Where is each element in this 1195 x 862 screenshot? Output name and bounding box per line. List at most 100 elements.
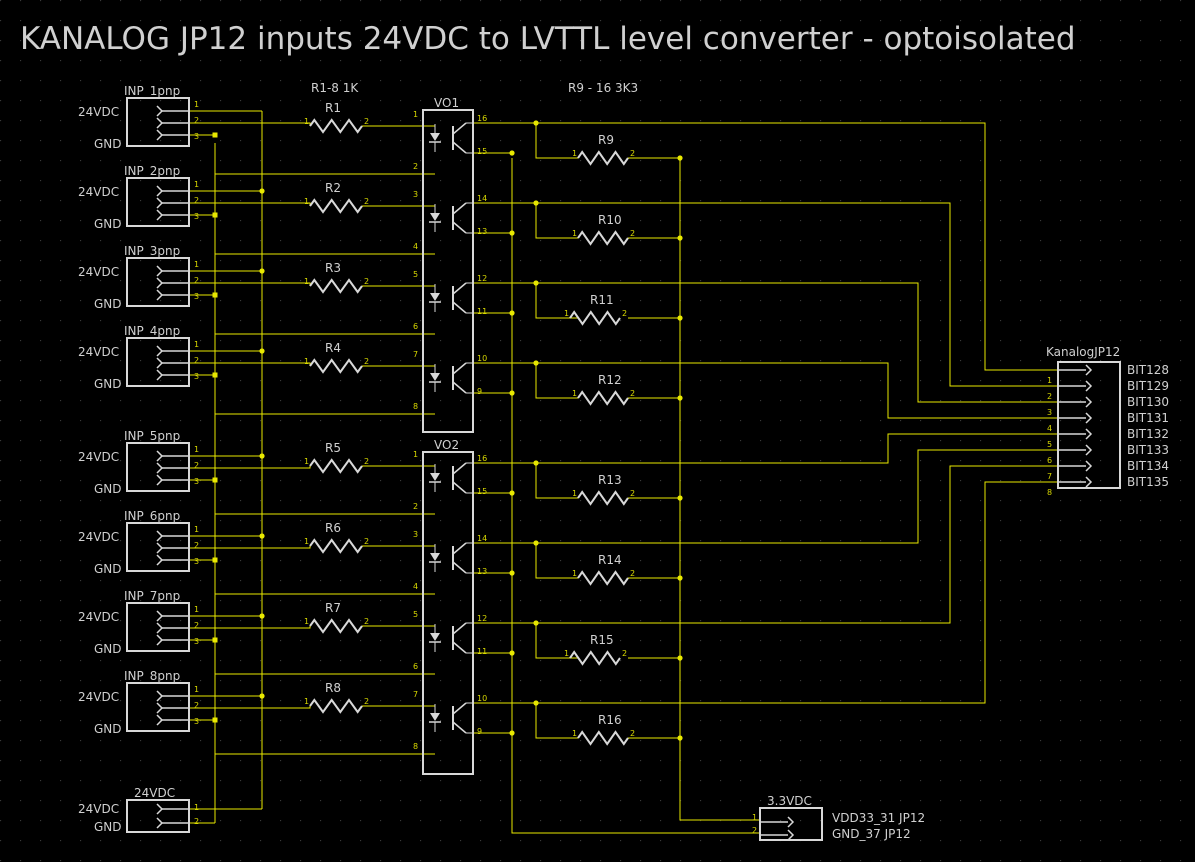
led-icon: [430, 133, 440, 141]
wire-emitter-bus: [511, 158, 760, 834]
pin-number: 1: [194, 803, 199, 812]
pin-number: 1: [572, 569, 577, 578]
junction-dot: [509, 390, 515, 396]
resistor-zigzag: [309, 358, 363, 374]
pin-number: 4: [413, 242, 418, 251]
kanalog-bit-label: BIT132: [1127, 427, 1169, 441]
input-connector-7: [126, 602, 190, 652]
connector-body: [126, 522, 190, 572]
junction-square: [212, 477, 218, 483]
wire-bit-out: [536, 481, 1058, 704]
wire-collector: [473, 202, 578, 239]
resistor-r1: [309, 118, 363, 134]
resistor-zigzag: [309, 698, 363, 714]
resistor-r10: [577, 230, 629, 246]
pin-number: 8: [413, 402, 418, 411]
connector-body: [126, 442, 190, 492]
pin-number: 2: [752, 826, 757, 835]
pin-number: 1: [564, 309, 569, 318]
junction-dot: [509, 150, 515, 156]
pin-number: 1: [194, 525, 199, 534]
junction-dot: [533, 620, 539, 626]
resistor-name: R6: [325, 521, 341, 535]
pin-chevron: [1085, 396, 1093, 408]
pin-number: 2: [630, 149, 635, 158]
resistor-name: R8: [325, 681, 341, 695]
junction-square: [212, 292, 218, 298]
supply-out-name: 3.3VDC: [767, 794, 812, 808]
connector-body: [126, 682, 190, 732]
pin-number: 6: [1047, 456, 1052, 465]
pin-number: 2: [194, 276, 199, 285]
pin-number: 2: [1047, 392, 1052, 401]
pin-chevron: [787, 816, 795, 828]
pin-number: 2: [622, 649, 627, 658]
wire-bit-out: [536, 433, 1058, 464]
optocoupler-vo2: [422, 451, 474, 775]
pin-number: 2: [194, 817, 199, 826]
led-icon: [430, 553, 440, 561]
pin-number: 1: [194, 260, 199, 269]
resistor-zigzag: [577, 150, 629, 166]
resistor-r8: [309, 698, 363, 714]
pin-chevron: [1085, 460, 1093, 472]
connector-body: [759, 807, 823, 841]
junction-square: [212, 212, 218, 218]
junction-dot: [533, 280, 539, 286]
pin-number: 16: [477, 114, 487, 123]
input-connector-3: [126, 257, 190, 307]
junction-dot: [677, 395, 683, 401]
pin-number: 12: [477, 274, 487, 283]
wire-input-signal: [189, 546, 311, 549]
input-connector-name: INP_3pnp: [124, 244, 180, 258]
resistor-name: R11: [590, 293, 614, 307]
pin-number: 15: [477, 147, 487, 156]
input-connector-4: [126, 337, 190, 387]
junction-square: [212, 557, 218, 563]
input-connector-name: INP_7pnp: [124, 589, 180, 603]
pin-number: 9: [477, 727, 482, 736]
pin-number: 1: [194, 100, 199, 109]
pin-number: 5: [1047, 440, 1052, 449]
kanalog-bit-label: BIT130: [1127, 395, 1169, 409]
pin-number: 3: [194, 637, 199, 646]
junction-square: [212, 132, 218, 138]
pin-number: 10: [477, 354, 487, 363]
junction-dot: [259, 268, 265, 274]
junction-dot: [533, 120, 539, 126]
pin-chevron: [1085, 444, 1093, 456]
connector-gnd-label: GND: [94, 137, 122, 151]
pin-number: 11: [477, 307, 487, 316]
pin-number: 1: [194, 445, 199, 454]
kanalog-bit-label: BIT134: [1127, 459, 1169, 473]
optocoupler-body: [422, 109, 474, 433]
wire-bit-out: [536, 465, 1058, 624]
resistor-r7: [309, 618, 363, 634]
pin-number: 7: [1047, 472, 1052, 481]
input-connector-name: INP_2pnp: [124, 164, 180, 178]
pin-number: 8: [1047, 488, 1052, 497]
junction-square: [212, 717, 218, 723]
kanalog-bit-label: BIT129: [1127, 379, 1169, 393]
resistor-zigzag: [309, 538, 363, 554]
resistor-r11: [569, 310, 621, 326]
wire-bit-out: [536, 362, 1058, 419]
led-icon: [430, 473, 440, 481]
junction-dot: [533, 360, 539, 366]
pin-chevron: [1085, 380, 1093, 392]
kanalog-bit-label: BIT128: [1127, 363, 1169, 377]
resistor-r12: [577, 390, 629, 406]
input-connector-name: INP_1pnp: [124, 84, 180, 98]
connector-body: [126, 337, 190, 387]
junction-dot: [677, 735, 683, 741]
pin-number: 16: [477, 454, 487, 463]
wire-input-signal: [189, 626, 311, 629]
pin-number: 5: [413, 270, 418, 279]
resistor-zigzag: [577, 390, 629, 406]
input-connector-name: INP_6pnp: [124, 509, 180, 523]
pin-number: 1: [304, 277, 309, 286]
pin-number: 2: [194, 701, 199, 710]
components: INP_1pnp24VDCGND123INP_2pnp24VDCGND123IN…: [78, 84, 1169, 841]
pin-number: 1: [194, 605, 199, 614]
resistor-zigzag: [577, 730, 629, 746]
